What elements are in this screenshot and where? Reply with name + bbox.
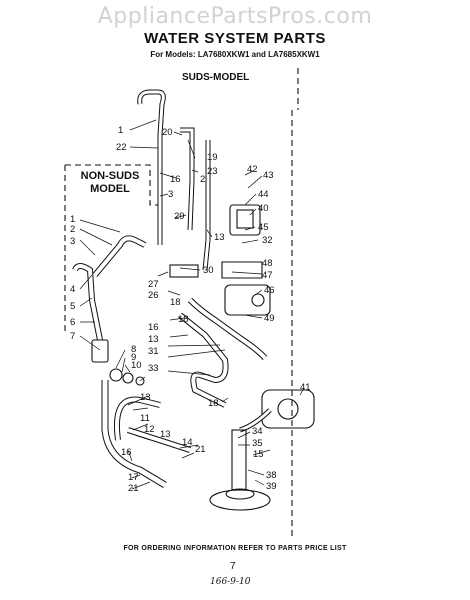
suds-model-label: SUDS-MODEL bbox=[182, 72, 250, 83]
part-number-callout: 2 bbox=[200, 174, 205, 185]
part-number-callout: 14 bbox=[182, 437, 193, 448]
part-number-callout: 34 bbox=[252, 426, 263, 437]
part-number-callout: 26 bbox=[148, 290, 159, 301]
part-number-callout: 1 bbox=[70, 214, 75, 225]
part-number-callout: 49 bbox=[264, 313, 275, 324]
part-number-callout: 27 bbox=[148, 279, 159, 290]
part-number-callout: 18 bbox=[170, 297, 181, 308]
part-number-callout: 16 bbox=[148, 322, 159, 333]
valve-bracket bbox=[169, 264, 199, 278]
part-number-callout: 39 bbox=[266, 481, 277, 492]
part-number-callout: 47 bbox=[262, 270, 273, 281]
part-number-callout: 21 bbox=[195, 444, 206, 455]
part-number-callout: 43 bbox=[263, 170, 274, 181]
nonsuds-valve bbox=[91, 339, 109, 363]
leader-lines bbox=[79, 119, 305, 490]
water-pump bbox=[261, 389, 315, 429]
part-number-callout: 48 bbox=[262, 258, 273, 269]
part-number-callout: 13 bbox=[160, 429, 171, 440]
part-number-callout: 35 bbox=[252, 438, 263, 449]
page-subtitle: For Models: LA7680XKW1 and LA7685XKW1 bbox=[150, 50, 320, 59]
ordering-info-footer: FOR ORDERING INFORMATION REFER TO PARTS … bbox=[123, 545, 347, 552]
nonsuds-label-line2: MODEL bbox=[90, 183, 130, 195]
part-number-callout: 16 bbox=[121, 447, 132, 458]
part-number-callout: 4 bbox=[70, 284, 75, 295]
valve-port bbox=[251, 293, 265, 307]
part-number-callout: 6 bbox=[70, 317, 75, 328]
part-number-callout: 40 bbox=[258, 203, 269, 214]
part-number-callout: 20 bbox=[162, 127, 173, 138]
part-number-callout: 33 bbox=[148, 363, 159, 374]
nonsuds-model-label: NON-SUDS MODEL bbox=[70, 170, 150, 196]
part-number-callout: 13 bbox=[214, 232, 225, 243]
part-number-callout: 19 bbox=[207, 152, 218, 163]
part-number-callout: 31 bbox=[148, 346, 159, 357]
part-number-callout: 41 bbox=[300, 382, 311, 393]
part-number-callout: 10 bbox=[131, 360, 142, 371]
part-number-callout: 42 bbox=[247, 164, 258, 175]
part-number-callout: 32 bbox=[262, 235, 273, 246]
part-number-callout: 3 bbox=[168, 189, 173, 200]
part-number-callout: 18 bbox=[208, 398, 219, 409]
part-number-callout: 23 bbox=[207, 166, 218, 177]
base-plate bbox=[209, 489, 271, 511]
part-number-callout: 46 bbox=[264, 285, 275, 296]
agitator-column bbox=[231, 429, 247, 491]
part-number-callout: 12 bbox=[144, 424, 155, 435]
part-number-callout: 2 bbox=[70, 224, 75, 235]
part-number-callout: 21 bbox=[128, 483, 139, 494]
part-number-callout: 45 bbox=[258, 222, 269, 233]
part-number-callout: 1 bbox=[118, 125, 123, 136]
part-number-callout: 16 bbox=[170, 174, 181, 185]
suds-return-hose bbox=[178, 312, 229, 408]
watermark: AppliancePartsPros.com bbox=[97, 4, 373, 29]
part-number-callout: 7 bbox=[70, 331, 75, 342]
nonsuds-label-line1: NON-SUDS bbox=[80, 170, 140, 182]
part-number-callout: 13 bbox=[148, 334, 159, 345]
pump-valve bbox=[224, 284, 271, 316]
page-number: 7 bbox=[230, 561, 236, 572]
handwritten-note: 166-9-10 bbox=[210, 577, 251, 587]
part-number-callout: 18 bbox=[178, 314, 189, 325]
part-number-callout: 38 bbox=[266, 470, 277, 481]
nonsuds-boundary-line bbox=[65, 164, 160, 206]
part-number-callout: 9 bbox=[131, 352, 136, 363]
valve-coil bbox=[236, 209, 254, 229]
part-number-callout: 3 bbox=[70, 236, 75, 247]
part-number-callout: 15 bbox=[253, 449, 264, 460]
part-number-callout: 8 bbox=[131, 344, 136, 355]
part-number-callout: 17 bbox=[128, 472, 139, 483]
solenoid-bracket bbox=[221, 261, 263, 279]
suds-boundary-line bbox=[291, 68, 299, 540]
part-number-callout: 11 bbox=[140, 413, 150, 424]
part-number-callout: 22 bbox=[116, 142, 127, 153]
page-title: WATER SYSTEM PARTS bbox=[144, 30, 326, 47]
part-number-callout: 5 bbox=[70, 301, 75, 312]
part-number-callout: 44 bbox=[258, 189, 269, 200]
part-number-callout: 29 bbox=[174, 211, 185, 222]
part-number-callout: 30 bbox=[203, 265, 214, 276]
part-number-callout: 13 bbox=[140, 392, 151, 403]
